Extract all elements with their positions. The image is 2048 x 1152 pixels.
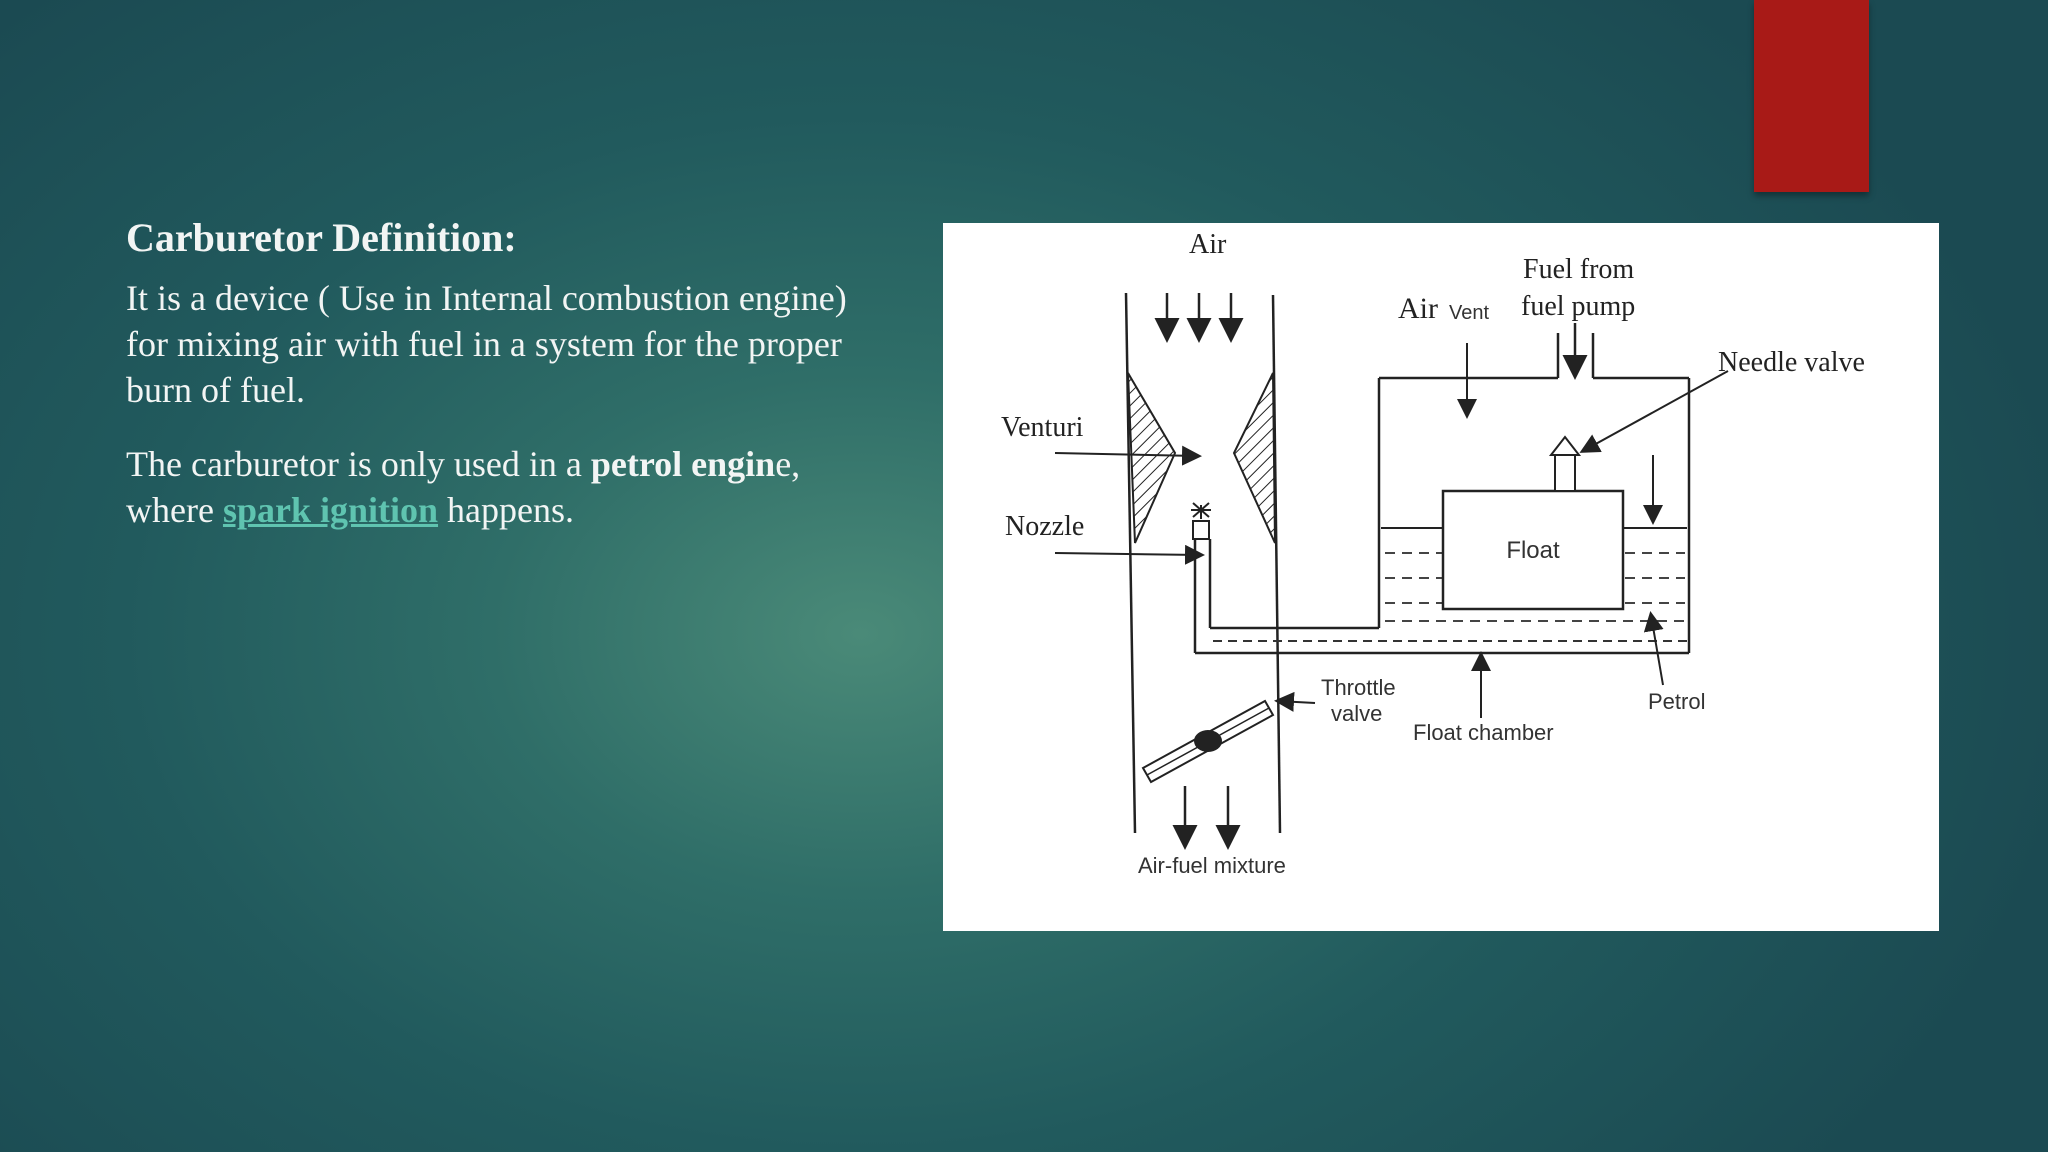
accent-bar (1754, 0, 1869, 192)
petrol-label: Petrol (1648, 689, 1705, 714)
venturi-arrow (1054, 445, 1202, 466)
para2-where: where (126, 490, 223, 530)
fuel-inlet-pipe (1556, 333, 1595, 378)
petrol-engine-bold: petrol engin (590, 444, 776, 484)
throttle-label-1: Throttle (1321, 675, 1396, 700)
carburetor-diagram-svg: Float (1001, 229, 1865, 878)
float-label: Float (1506, 537, 1560, 564)
nozzle-arrow (1054, 544, 1205, 565)
air-inlet-arrows (1154, 293, 1244, 343)
air-vent-vent-label: Vent (1449, 302, 1489, 324)
nozzle (1191, 502, 1211, 540)
throttle-valve (1141, 699, 1275, 784)
spark-ignition-link[interactable]: spark ignition (222, 490, 439, 530)
outlet-arrows (1172, 786, 1241, 850)
nozzle-label: Nozzle (1005, 511, 1084, 542)
float-chamber-label: Float chamber (1413, 720, 1554, 745)
carburetor-diagram: Float (943, 223, 1939, 931)
air-fuel-mixture-label: Air-fuel mixture (1138, 853, 1286, 878)
air-vent-air-label: Air (1398, 292, 1438, 325)
needle-valve-arrow (1579, 370, 1729, 453)
needle-valve-label: Needle valve (1718, 347, 1865, 378)
float-chamber (1377, 376, 1691, 653)
slide-heading: Carburetor Definition: (126, 215, 517, 260)
para2-before: The carburetor is only used in a (126, 444, 591, 484)
air-top-label: Air (1189, 229, 1227, 260)
float-block (1441, 489, 1625, 611)
para2-after-bold: e, (775, 444, 801, 484)
chamber-fuel-dashes (1385, 552, 1685, 622)
fuel-from-label-1: Fuel from (1523, 254, 1634, 285)
text-content: Carburetor Definition: It is a device ( … (126, 215, 886, 561)
throttle-arrow (1274, 691, 1316, 712)
para2-end: happens. (438, 490, 574, 530)
venturi-left (1127, 372, 1177, 544)
petrol-engine-paragraph: The carburetor is only used in a petrol … (126, 441, 886, 533)
fuel-pipe (1193, 539, 1689, 655)
needle-valve (1548, 435, 1582, 492)
venturi-label: Venturi (1001, 412, 1084, 443)
venturi-right (1232, 372, 1276, 544)
definition-paragraph: It is a device ( Use in Internal combust… (126, 278, 847, 410)
fuel-from-label-2: fuel pump (1521, 291, 1635, 322)
petrol-arrow (1643, 611, 1664, 686)
throttle-label-2: valve (1331, 701, 1382, 726)
